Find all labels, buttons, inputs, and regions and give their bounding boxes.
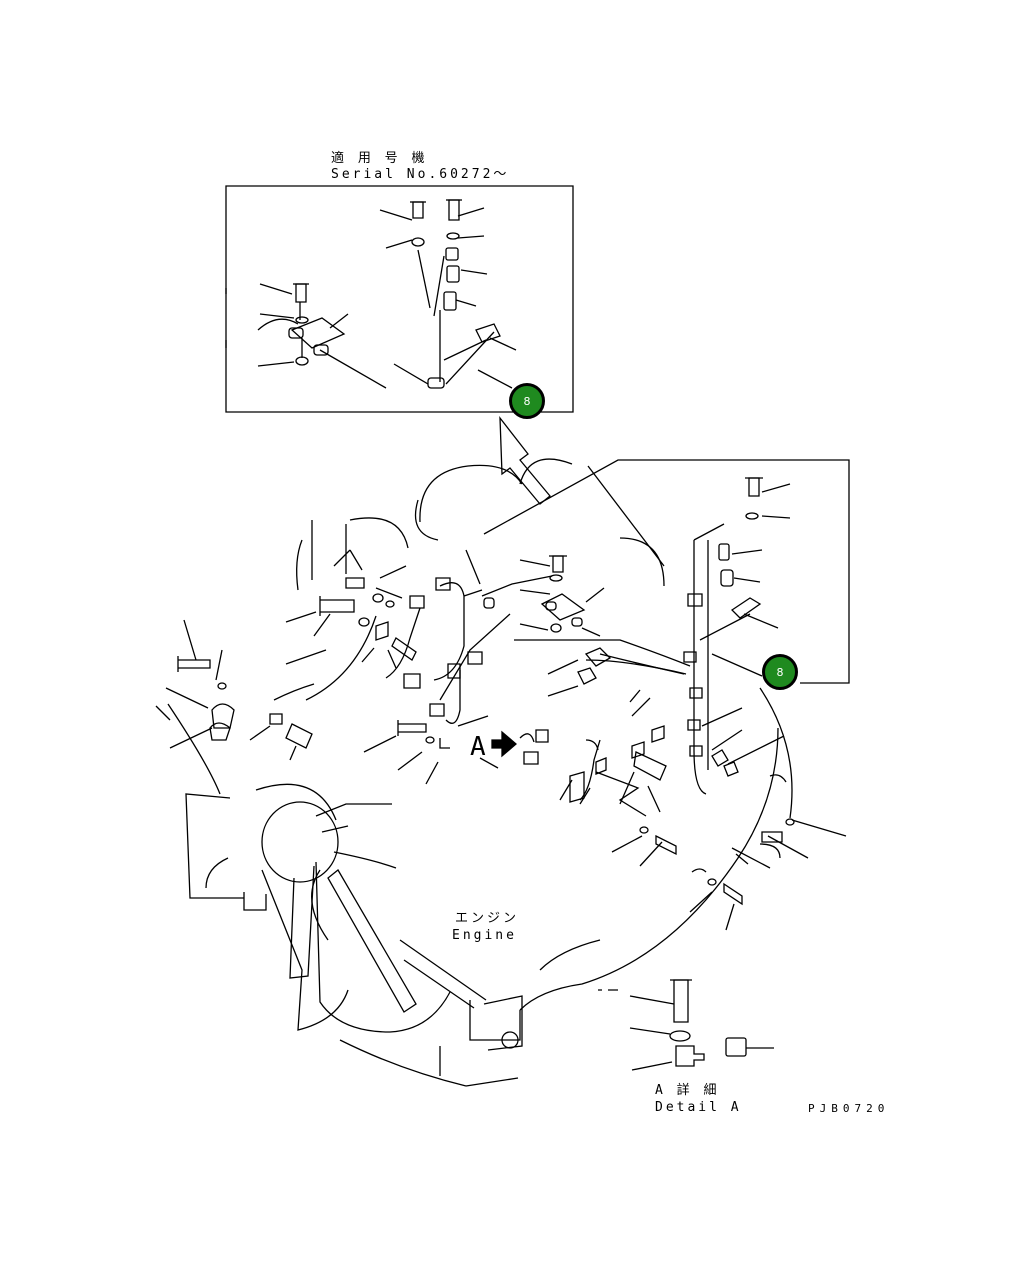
right-detail-frame bbox=[484, 460, 849, 683]
drawing-code: PJB0720 bbox=[808, 1102, 890, 1115]
engine-jp-label: エンジン bbox=[455, 911, 520, 926]
wire-harness bbox=[274, 576, 690, 800]
inset-right-bracket-assembly bbox=[380, 200, 516, 388]
view-arrow-up bbox=[500, 418, 550, 504]
callout-badge-detail[interactable]: 8 bbox=[762, 654, 798, 690]
serial-number-label: Serial No.60272～ bbox=[331, 167, 510, 182]
right-detail-parts bbox=[684, 478, 790, 794]
view-a-marker: A bbox=[470, 732, 486, 762]
serial-inset-frame bbox=[226, 186, 573, 412]
left-parts-cluster bbox=[166, 550, 494, 784]
applicable-serial-jp-label: 適 用 号 機 bbox=[331, 151, 428, 166]
engine-body-outline bbox=[156, 459, 792, 1086]
callout-badge-inset[interactable]: 8 bbox=[509, 383, 545, 419]
right-parts-cluster bbox=[630, 688, 846, 930]
detail-a-jp-label: A 詳 細 bbox=[655, 1083, 720, 1098]
center-parts-cluster bbox=[480, 556, 676, 866]
engine-en-label: Engine bbox=[452, 928, 517, 943]
detail-a-parts bbox=[598, 980, 774, 1070]
view-a-arrow bbox=[492, 732, 516, 756]
detail-a-en-label: Detail A bbox=[655, 1100, 742, 1115]
inset-left-bracket-assembly bbox=[226, 284, 386, 388]
